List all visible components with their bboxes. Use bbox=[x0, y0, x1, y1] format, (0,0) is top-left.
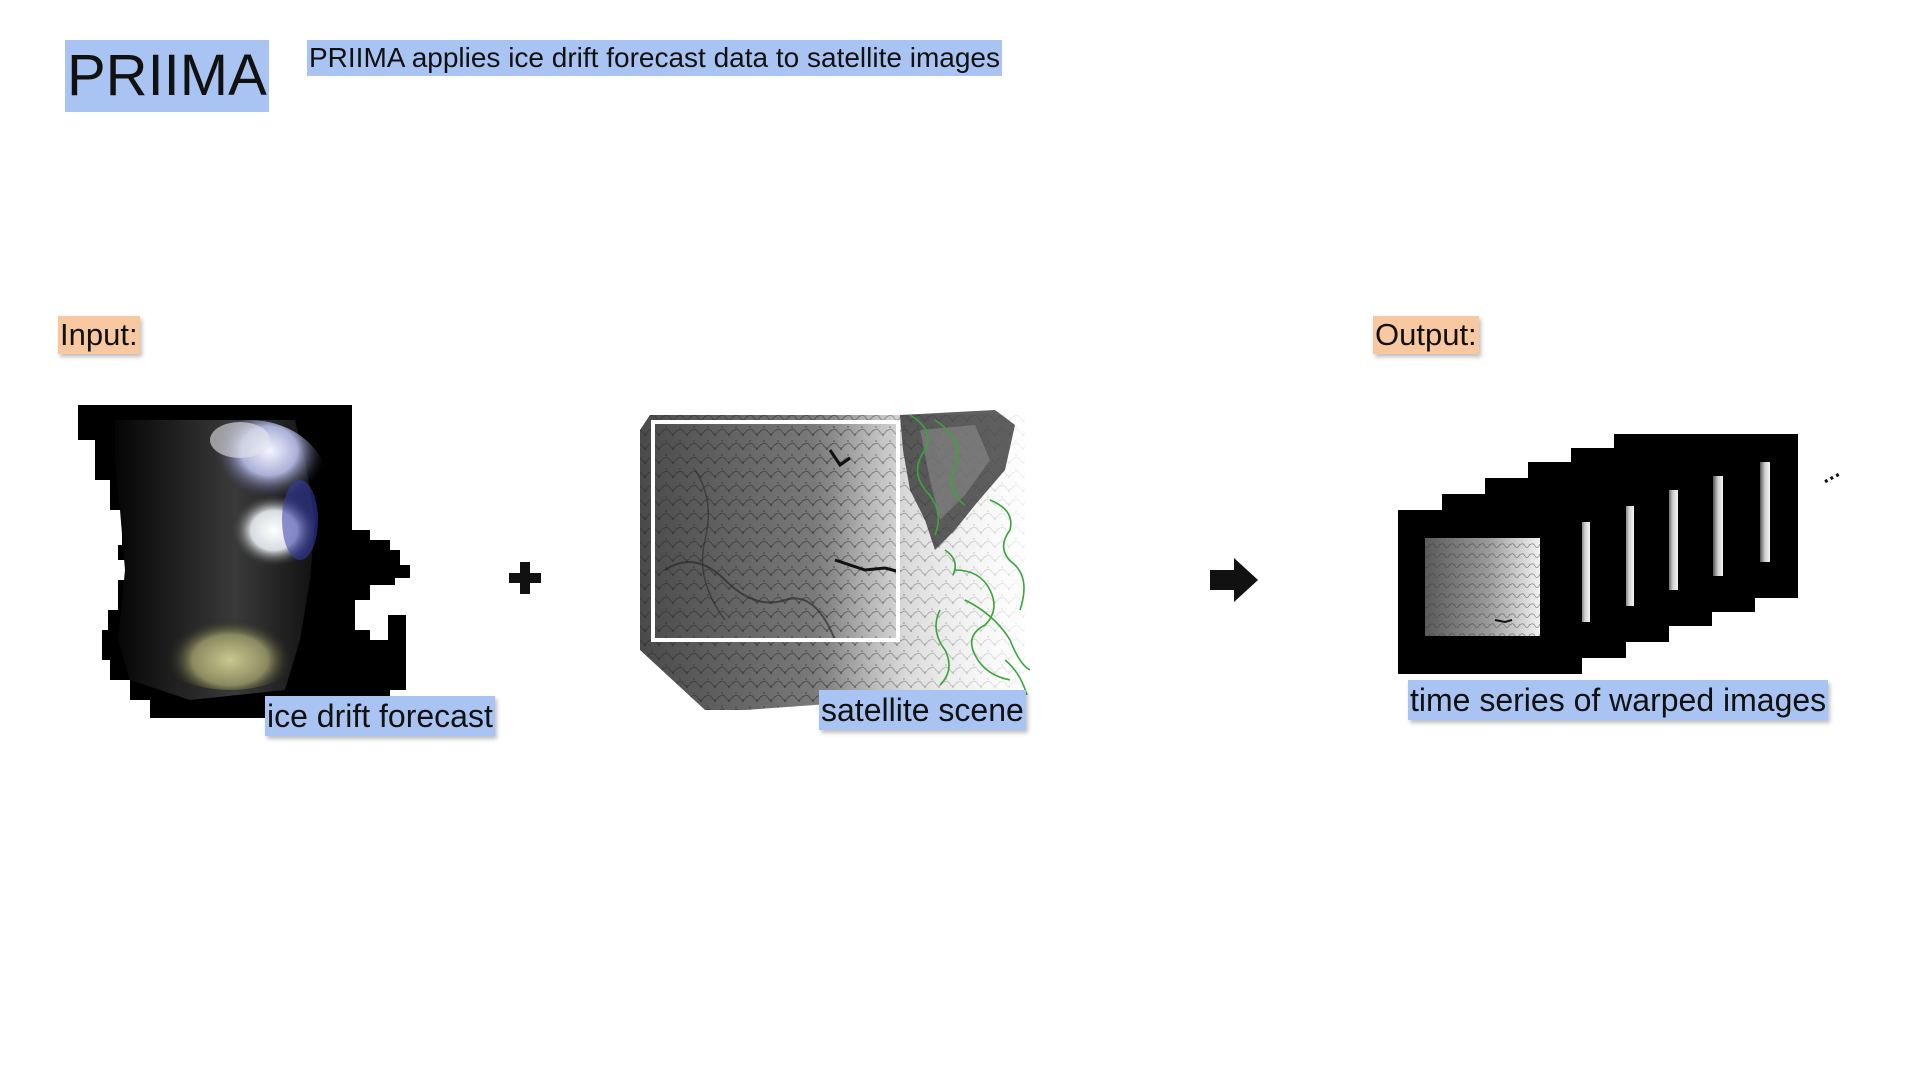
time-series-caption: time series of warped images bbox=[1408, 680, 1829, 720]
page-title: PRIIMA bbox=[65, 40, 269, 112]
warped-images-stack bbox=[1398, 434, 1798, 674]
more-ellipsis: ... bbox=[1811, 452, 1844, 491]
output-label: Output: bbox=[1373, 316, 1479, 354]
ice-drift-forecast-image bbox=[78, 405, 410, 718]
satellite-scene-caption: satellite scene bbox=[819, 690, 1026, 730]
arrow-right-icon bbox=[1210, 558, 1258, 602]
satellite-scene-image bbox=[640, 410, 1031, 710]
input-label: Input: bbox=[58, 316, 140, 354]
ice-drift-forecast-caption: ice drift forecast bbox=[265, 696, 495, 736]
plus-icon bbox=[509, 562, 541, 594]
page-subtitle: PRIIMA applies ice drift forecast data t… bbox=[307, 40, 1002, 76]
